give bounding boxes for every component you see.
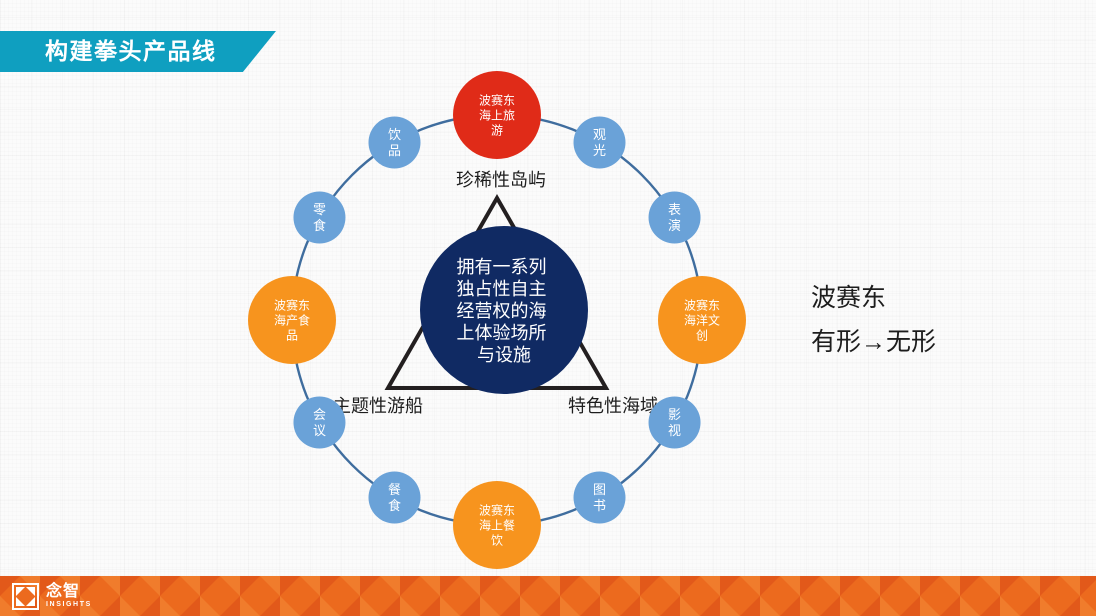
ring-node-shape[interactable] bbox=[453, 71, 541, 159]
logo-text-cn: 念智 bbox=[46, 583, 81, 600]
side-caption-line-1: 波赛东 bbox=[811, 284, 887, 312]
ring-node-label: 影视 bbox=[668, 407, 681, 438]
page-title: 构建拳头产品线 bbox=[45, 38, 217, 64]
ring-node-sightseeing[interactable]: 观光 bbox=[573, 116, 626, 169]
triangle-label-bottom-left: 主题性游船 bbox=[333, 396, 423, 416]
core-circle bbox=[420, 226, 588, 394]
ring-node-snacks[interactable]: 零食 bbox=[293, 191, 346, 244]
ring-node-beverages[interactable]: 饮品 bbox=[368, 116, 421, 169]
ring-node-shape[interactable] bbox=[658, 276, 746, 364]
ring-node-film-tv[interactable]: 影视 bbox=[648, 396, 701, 449]
core-label: 拥有一系列 独占性自主 经营权的海 上体验场所 与设施 bbox=[456, 257, 551, 365]
side-caption: 波赛东 有形→无形 bbox=[811, 276, 1041, 364]
ring-node-shape[interactable] bbox=[648, 396, 701, 449]
ring-node-marine-ip[interactable]: 波赛东海洋文创 bbox=[658, 276, 746, 364]
ring-node-label: 波赛东海上餐饮 bbox=[479, 502, 515, 547]
ring-node-shape[interactable] bbox=[453, 481, 541, 569]
ring-node-shape[interactable] bbox=[293, 191, 346, 244]
ring-node-label: 零食 bbox=[313, 202, 326, 233]
ring-node-catering[interactable]: 餐食 bbox=[368, 471, 421, 524]
triangle-label-bottom-right: 特色性海域 bbox=[568, 396, 658, 416]
ring-node-label: 饮品 bbox=[388, 127, 401, 158]
ring-node-label: 表演 bbox=[668, 202, 681, 233]
ring-node-group: 波赛东海上旅游观光表演波赛东海洋文创影视图书波赛东海上餐饮 餐食 会议 波赛东海产食品… bbox=[248, 71, 746, 569]
ring-node-label: 观光 bbox=[593, 127, 606, 158]
ring-node-shape[interactable] bbox=[368, 471, 421, 524]
product-line-diagram: 拥有一系列 独占性自主 经营权的海 上体验场所 与设施 珍稀性岛屿 主题性游船 … bbox=[248, 71, 746, 569]
slide-title-banner: 构建拳头产品线 bbox=[0, 31, 276, 72]
insights-wordmark: 念智 INSIGHTS bbox=[46, 583, 92, 609]
ring-node-shape[interactable] bbox=[248, 276, 336, 364]
footer-triangle-pattern bbox=[0, 576, 1096, 616]
ring-node-conference[interactable]: 会议 bbox=[293, 396, 346, 449]
ring-node-label: 波赛东海洋文创 bbox=[684, 297, 720, 342]
ring-node-books[interactable]: 图书 bbox=[573, 471, 626, 524]
ring-node-shape[interactable] bbox=[573, 116, 626, 169]
ring-node-label: 会议 bbox=[313, 407, 326, 438]
ring-node-label: 波赛东海产食品 bbox=[274, 297, 310, 342]
ring-node-label: 波赛东海上旅游 bbox=[479, 92, 515, 137]
ring-node-dining[interactable]: 波赛东海上餐饮 bbox=[453, 481, 541, 569]
logo-text-en: INSIGHTS bbox=[46, 601, 92, 608]
footer-bar: 念智 INSIGHTS bbox=[0, 576, 1096, 616]
ring-node-performance[interactable]: 表演 bbox=[648, 191, 701, 244]
ring-node-label: 图书 bbox=[593, 482, 606, 513]
footer-logo: 念智 INSIGHTS bbox=[12, 582, 92, 610]
ring-node-label: 餐食 bbox=[388, 482, 401, 513]
ring-node-shape[interactable] bbox=[293, 396, 346, 449]
insights-logo-icon bbox=[12, 582, 39, 610]
ring-node-shape[interactable] bbox=[648, 191, 701, 244]
ring-node-hero-tourism[interactable]: 波赛东海上旅游 bbox=[453, 71, 541, 159]
side-caption-line-2: 有形→无形 bbox=[811, 328, 937, 356]
ring-node-shape[interactable] bbox=[368, 116, 421, 169]
ring-node-seafood[interactable]: 波赛东海产食品 bbox=[248, 276, 336, 364]
ring-node-shape[interactable] bbox=[573, 471, 626, 524]
triangle-label-top: 珍稀性岛屿 bbox=[456, 170, 546, 190]
